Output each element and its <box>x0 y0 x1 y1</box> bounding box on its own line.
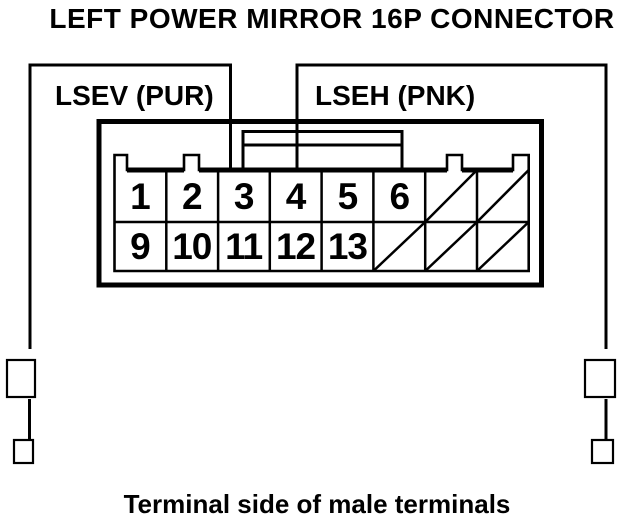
pin-cell-4: 4 <box>285 175 307 217</box>
pin-cell-11: 11 <box>225 226 263 267</box>
pin-cell-3: 3 <box>233 175 255 217</box>
left-terminal-box-small <box>12 438 35 465</box>
pin-cell-10: 10 <box>172 226 212 267</box>
wire-label-lsev: LSEV (PUR) <box>55 80 214 111</box>
pin-cell-1: 1 <box>130 175 151 217</box>
unused-cell-slashes <box>372 169 530 272</box>
pin-cell-12: 12 <box>275 226 316 267</box>
right-terminal-box-small <box>590 438 615 465</box>
pin-cell-13: 13 <box>327 226 368 267</box>
pin-cell-9: 9 <box>130 226 151 267</box>
pin-cell-unused <box>477 170 529 222</box>
left-terminal-box-large <box>5 358 37 399</box>
left-wire-line <box>28 63 232 349</box>
pin-cell-5: 5 <box>337 175 359 217</box>
right-terminal-box-large <box>583 358 617 399</box>
wire-label-lseh: LSEH (PNK) <box>315 80 476 111</box>
pin-cell-unused <box>425 222 477 271</box>
right-wire-line <box>295 63 608 349</box>
connector-outer-box <box>96 119 544 288</box>
pin-cell-6: 6 <box>389 175 411 217</box>
diagram-title: LEFT POWER MIRROR 16P CONNECTOR <box>49 3 615 34</box>
pin-grid: 1 2 3 4 5 6 9 10 11 12 13 <box>114 170 529 271</box>
pin-cell-unused <box>373 222 425 271</box>
latch-tab <box>241 130 404 172</box>
pin-cell-unused <box>425 170 477 222</box>
view-caption: Terminal side of male terminals <box>123 489 511 519</box>
pin-cell-2: 2 <box>182 175 203 217</box>
pin-cell-unused <box>477 222 529 271</box>
